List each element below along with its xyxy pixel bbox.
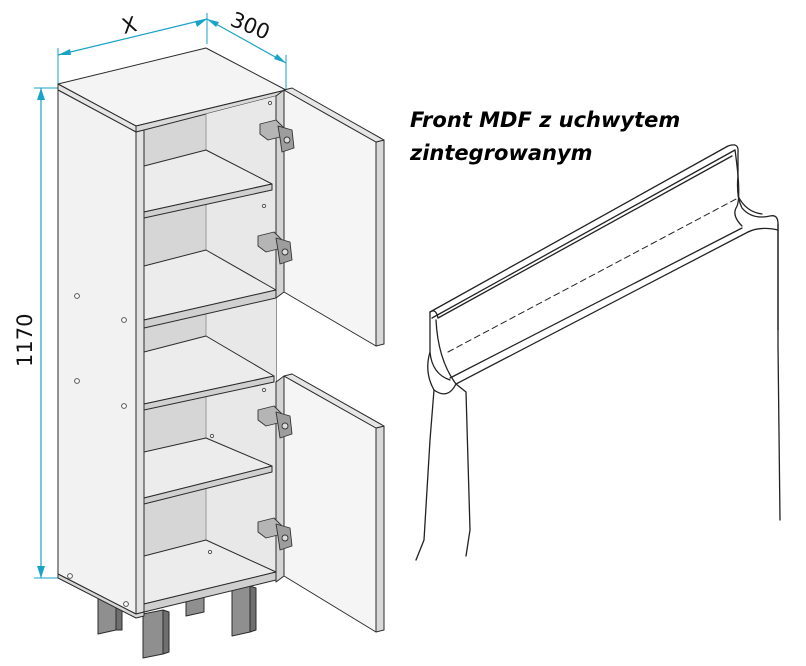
dimension-lines	[34, 13, 287, 579]
width-dimension-label: X	[119, 12, 139, 39]
caption-text: Front MDF z uchwytem zintegrowanym	[410, 104, 710, 170]
cabinet	[57, 47, 385, 659]
upper-door	[275, 87, 385, 347]
lower-door	[275, 373, 385, 633]
shelf-pin-holes	[67, 100, 273, 607]
width-dimension-line	[57, 18, 208, 56]
cabinet-shelves	[143, 149, 277, 613]
hinge	[257, 405, 293, 439]
cabinet-side-panel	[57, 89, 137, 615]
hinge	[259, 119, 295, 153]
caption-line-1: Front MDF z uchwytem	[410, 108, 681, 132]
cabinet-legs	[97, 585, 257, 659]
hinge	[257, 517, 293, 551]
depth-dimension-line	[206, 18, 287, 64]
depth-dimension-label: 300	[227, 7, 273, 44]
caption-line-2: zintegrowanym	[410, 141, 593, 165]
height-dimension-label: 1170	[13, 314, 37, 367]
mdf-front-profile-drawing	[415, 144, 781, 561]
door-hinges	[257, 119, 295, 551]
hinge	[257, 231, 293, 265]
